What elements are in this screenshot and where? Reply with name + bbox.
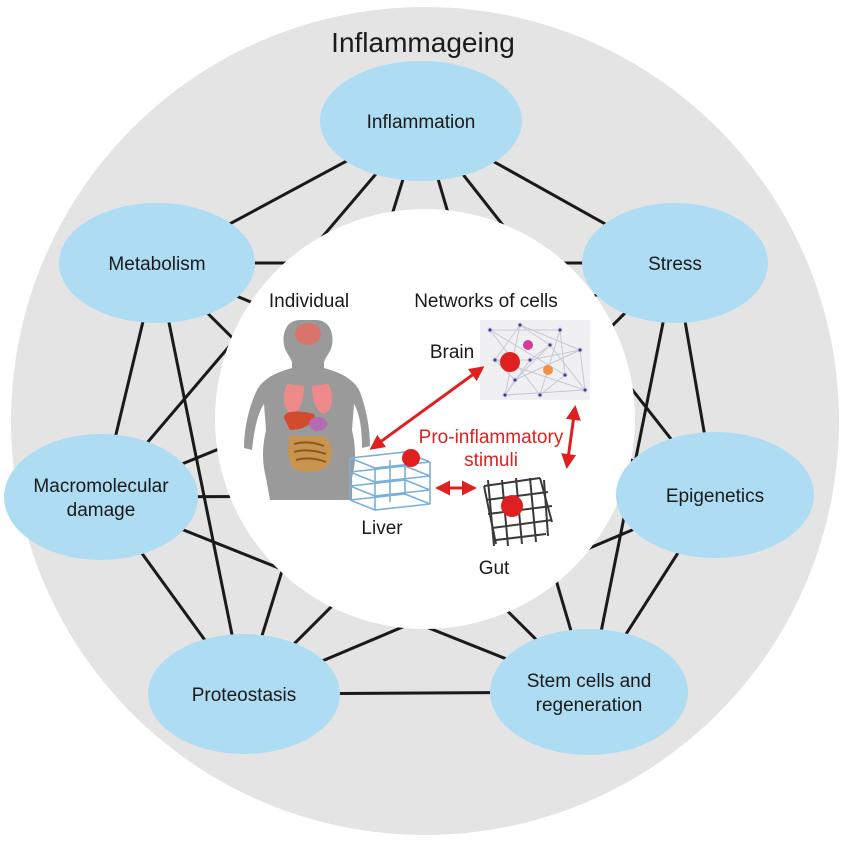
node-stem-cells: Stem cells and regeneration xyxy=(490,629,688,755)
node-inflammation-label: Inflammation xyxy=(367,112,476,133)
node-stem-cells-label: regeneration xyxy=(536,695,643,716)
brain-network-icon xyxy=(480,320,590,400)
stomach-icon xyxy=(309,417,327,431)
diagram-title: Inflammageing xyxy=(331,27,515,58)
brain-organ-icon xyxy=(295,323,321,345)
node-metabolism-label: Metabolism xyxy=(108,254,205,275)
liver-organ-icon xyxy=(284,411,315,430)
node-epigenetics-ellipse xyxy=(616,432,814,558)
node-inflammation-ellipse xyxy=(320,61,522,181)
liver-label: Liver xyxy=(361,518,403,539)
node-epigenetics: Epigenetics xyxy=(616,432,814,558)
node-proteostasis-label: Proteostasis xyxy=(192,685,297,706)
gut-label: Gut xyxy=(479,558,510,579)
networks-of-cells-label: Networks of cells xyxy=(414,291,558,312)
node-proteostasis-ellipse xyxy=(148,634,340,754)
individual-label: Individual xyxy=(269,291,349,312)
node-metabolism: Metabolism xyxy=(59,203,255,323)
node-metabolism-ellipse xyxy=(59,203,255,323)
liver-hotspot xyxy=(402,449,420,467)
node-macromolecular-label: damage xyxy=(67,500,136,521)
liver-lattice-icon xyxy=(349,451,431,511)
node-macromolecular-label: Macromolecular xyxy=(33,476,169,497)
lungs-icon xyxy=(283,384,333,414)
node-stress-label: Stress xyxy=(648,254,702,275)
node-inflammation: Inflammation xyxy=(320,61,522,181)
stimuli-line-2: stimuli xyxy=(464,450,518,471)
node-epigenetics-label: Epigenetics xyxy=(666,486,764,507)
liver-brain-arrow xyxy=(369,366,485,450)
node-stress: Stress xyxy=(582,203,768,323)
node-stress-ellipse xyxy=(582,203,768,323)
edge-proteostasis-metabolism xyxy=(155,262,246,695)
node-macromolecular-ellipse xyxy=(4,434,198,560)
gut-hotspot xyxy=(501,495,523,517)
brain-gut-arrow xyxy=(561,405,581,469)
brain-label: Brain xyxy=(430,342,474,363)
node-stem-cells-ellipse xyxy=(490,629,688,755)
node-macromolecular: Macromolecular damage xyxy=(4,434,198,560)
human-silhouette-icon xyxy=(244,320,370,500)
node-stem-cells-label: Stem cells and xyxy=(527,671,652,692)
stimuli-line-1: Pro-inflammatory xyxy=(419,427,564,448)
node-proteostasis: Proteostasis xyxy=(148,634,340,754)
